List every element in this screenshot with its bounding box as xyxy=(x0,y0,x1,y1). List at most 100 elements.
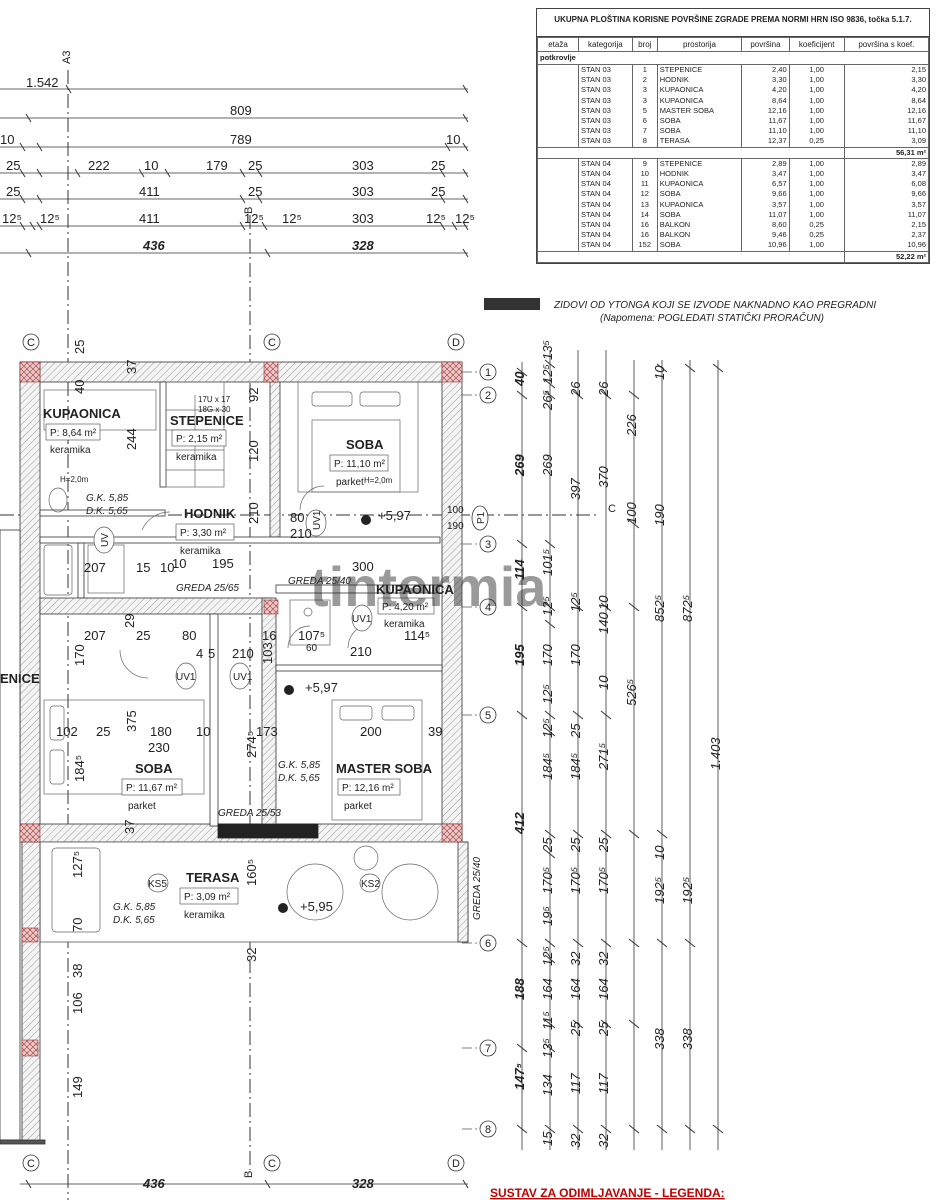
dk-a: D.K. 5,65 xyxy=(86,506,128,517)
dim-1542: 1.542 xyxy=(26,75,59,90)
room-master-soba-floor: parket xyxy=(344,801,372,812)
vent-uv1-a: UV1 xyxy=(312,510,323,530)
idim-10-a: 10 xyxy=(172,556,186,571)
room-labels: KUPAONICA P: 8,64 m² keramika STEPENICE … xyxy=(0,406,454,921)
top-dimension-lines xyxy=(0,84,469,258)
room-master-soba-name: MASTER SOBA xyxy=(336,761,433,776)
cell-povrsina: 6,57 xyxy=(741,179,790,190)
room-hodnik-area: P: 3,30 m² xyxy=(180,528,227,539)
rdim-c3-7: 170⁵ xyxy=(568,866,583,894)
bottom-legend-title: SUSTAV ZA ODIMLJAVANJE - LEGENDA: xyxy=(490,1186,725,1200)
cell-kategorija: STAN 04 xyxy=(578,199,633,210)
cell-kategorija: STAN 03 xyxy=(578,95,633,106)
room-stepenice-floor: keramika xyxy=(176,452,217,463)
dim-25-f: 25 xyxy=(431,184,445,199)
cell-prostorija: SOBA xyxy=(656,116,743,127)
interior-dimensions: 244 40 37 120 92 210 80 210 195 10 207 1… xyxy=(56,340,464,1098)
axis-bubble-text: C C D C C D xyxy=(27,337,460,1170)
total-spacer xyxy=(537,250,845,263)
beam-3: GREDA 25/53 xyxy=(218,808,281,819)
row-axis-4: 4 xyxy=(485,602,491,614)
idim-170: 170 xyxy=(72,644,87,666)
cell-koeficijent: 1,00 xyxy=(788,209,845,221)
cell-kategorija: STAN 03 xyxy=(578,85,633,96)
idim-1145: 114⁵ xyxy=(404,628,430,643)
rdim-c4-8: 32 xyxy=(596,951,611,966)
cell-broj: 5 xyxy=(631,105,658,117)
rdim-c5-1: 100 xyxy=(624,502,639,524)
idim-18g: 18G x 30 xyxy=(198,405,231,414)
col-povrsina-koef: površina s koef. xyxy=(843,37,930,52)
axis-d-top: D xyxy=(452,337,460,349)
rdim-c1-5: 188 xyxy=(512,978,527,1000)
rdim-c2-13: 12⁵ xyxy=(540,946,555,966)
rdim-c1-3: 195 xyxy=(512,644,527,666)
row-axis-lines xyxy=(462,371,480,1130)
cell-prostorija: BALKON xyxy=(656,230,743,241)
idim-103: 103 xyxy=(260,642,275,664)
cell-kategorija: STAN 03 xyxy=(578,126,633,137)
vent-ks5: KS5 xyxy=(148,879,167,890)
idim-106: 106 xyxy=(70,992,85,1014)
cell-etaza xyxy=(537,189,579,200)
room-stepenice-name: STEPENICE xyxy=(170,413,244,428)
rdim-c5-4: 10 xyxy=(652,845,667,860)
rdim-c8-0: 1.403 xyxy=(708,737,723,770)
cell-broj: 13 xyxy=(631,199,658,210)
gk-c: G.K. 5,85 xyxy=(113,902,156,913)
cell-broj: 11 xyxy=(631,179,658,190)
rdim-c1-0: 40 xyxy=(512,371,527,387)
cell-kategorija: STAN 04 xyxy=(578,230,633,241)
room-edge-label: ENICE xyxy=(0,671,40,686)
idim-60: 60 xyxy=(306,643,318,654)
cell-koeficijent: 0,25 xyxy=(788,136,845,148)
cell-koeficijent: 1,00 xyxy=(788,179,845,190)
dim-10-left: 10 xyxy=(0,132,14,147)
row-axis-5: 5 xyxy=(485,710,491,722)
axis-c-section-label: C xyxy=(608,503,616,515)
rdim-c2-2: 26⁵ xyxy=(540,390,555,411)
cell-prostorija: SOBA xyxy=(656,126,743,137)
idim-37-b: 37 xyxy=(122,820,137,834)
rdim-c3-9: 164 xyxy=(568,978,583,1000)
idim-92: 92 xyxy=(246,388,261,402)
room-soba-2-area: P: 11,67 m² xyxy=(126,783,178,794)
room-stepenice-area: P: 2,15 m² xyxy=(176,434,223,445)
rdim-c4-9: 164 xyxy=(596,978,611,1000)
rdim-c1-4: 412 xyxy=(512,812,527,835)
cell-povrsina: 11,10 xyxy=(741,126,790,137)
cell-povrsina-koef: 2,15 xyxy=(843,64,930,76)
idim-70: 70 xyxy=(70,918,85,932)
cell-prostorija: STEPENICE xyxy=(656,64,743,76)
cell-povrsina: 4,20 xyxy=(741,85,790,96)
axis-d-bottom: D xyxy=(452,1158,460,1170)
dim-411-a: 411 xyxy=(139,184,160,199)
cell-kategorija: STAN 04 xyxy=(578,220,633,231)
vent-uv1-c: UV1 xyxy=(352,614,372,625)
cell-povrsina-koef: 11,67 xyxy=(843,116,930,127)
cell-kategorija: STAN 04 xyxy=(578,240,633,252)
room-kupaonica-2-name: KUPAONICA xyxy=(376,582,454,597)
idim-1845: 184⁵ xyxy=(72,755,87,782)
idim-1075: 107⁵ xyxy=(298,628,325,643)
rdim-c2-1: 12⁵ xyxy=(540,364,555,384)
rdim-c4-12: 32 xyxy=(596,1133,611,1148)
idim-210-b: 210 xyxy=(290,526,312,541)
dim-125-f: 12⁵ xyxy=(455,211,475,226)
row-axis-text: 1 2 3 4 5 6 7 8 xyxy=(485,367,491,1136)
col-povrsina: površina xyxy=(741,37,790,52)
dim-25-c: 25 xyxy=(431,158,445,173)
idim-210-d: 210 xyxy=(232,646,254,661)
cell-povrsina: 9,46 xyxy=(741,230,790,241)
dim-125-e: 12⁵ xyxy=(426,211,446,226)
cell-povrsina: 11,67 xyxy=(741,116,790,127)
rdim-c2-18: 15 xyxy=(540,1131,555,1146)
right-dimension-lines xyxy=(516,350,724,1150)
room-terasa-floor: keramika xyxy=(184,910,225,921)
cell-koeficijent: 1,00 xyxy=(788,105,845,117)
idim-15: 15 xyxy=(136,560,150,575)
